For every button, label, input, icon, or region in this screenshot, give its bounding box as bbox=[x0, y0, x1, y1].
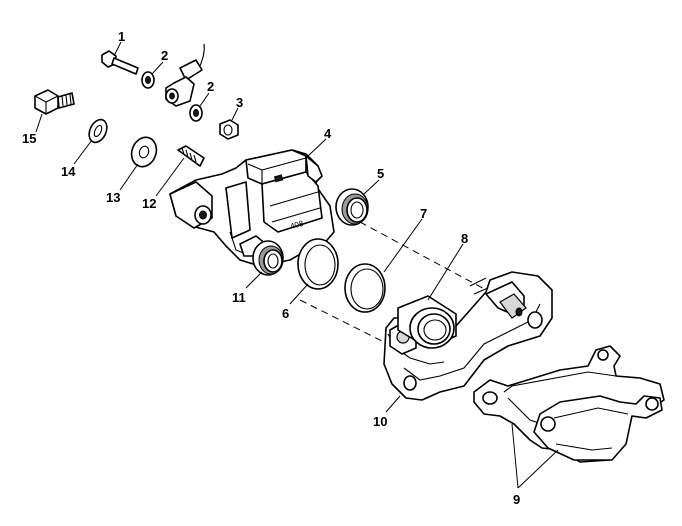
leader-lines bbox=[35, 41, 559, 489]
callout-6: 6 bbox=[282, 306, 289, 321]
leader-3 bbox=[231, 107, 239, 121]
part-8-sleeve bbox=[397, 295, 457, 349]
caliper-stamp: 408 bbox=[289, 219, 305, 231]
callout-11: 11 bbox=[232, 290, 246, 305]
callout-15: 15 bbox=[22, 131, 36, 146]
leader-9a bbox=[511, 423, 519, 489]
part-15-bolt bbox=[34, 89, 75, 115]
piston-axis-line bbox=[359, 221, 491, 293]
callout-13: 13 bbox=[106, 190, 120, 205]
part-11-piston-seal-lower bbox=[252, 240, 284, 276]
leader-5 bbox=[363, 179, 380, 195]
part-2-sealing-washer-upper bbox=[141, 71, 155, 89]
part-6-o-ring bbox=[297, 238, 339, 290]
callout-1: 1 bbox=[118, 29, 125, 44]
leader-4 bbox=[307, 138, 327, 157]
callout-2-lower: 2 bbox=[207, 79, 214, 94]
part-13-washer bbox=[130, 136, 158, 168]
callout-5: 5 bbox=[377, 166, 384, 181]
part-14-lock-washer bbox=[88, 118, 108, 144]
leader-8 bbox=[427, 243, 464, 301]
leader-15 bbox=[35, 113, 43, 133]
part-5-piston-seal-upper bbox=[335, 188, 369, 226]
callout-12: 12 bbox=[142, 196, 156, 211]
leader-12 bbox=[155, 157, 185, 197]
part-2-sealing-washer-lower bbox=[189, 104, 203, 122]
callout-10: 10 bbox=[373, 414, 387, 429]
part-4-caliper-body: 408 bbox=[169, 149, 335, 267]
leader-7 bbox=[383, 218, 423, 273]
callout-4: 4 bbox=[324, 126, 332, 141]
leader-9b bbox=[517, 449, 559, 489]
brake-line-fitting bbox=[165, 43, 205, 107]
part-3-bleeder-cap bbox=[219, 119, 239, 140]
part-12-bleeder-screw bbox=[177, 145, 205, 167]
part-1-banjo-bolt bbox=[101, 50, 139, 75]
callout-9: 9 bbox=[513, 492, 520, 507]
leader-2a bbox=[151, 61, 164, 75]
callout-8: 8 bbox=[461, 231, 468, 246]
callout-labels: 1 2 2 3 4 5 6 7 8 9 10 11 12 13 14 15 bbox=[22, 29, 520, 507]
part-7-seal-ring bbox=[344, 263, 386, 313]
part-9-brake-pads bbox=[473, 345, 665, 463]
leader-11 bbox=[245, 271, 263, 289]
leader-6 bbox=[289, 283, 309, 305]
callout-7: 7 bbox=[420, 206, 427, 221]
leader-1 bbox=[113, 41, 122, 57]
callout-2-upper: 2 bbox=[161, 48, 168, 63]
callout-3: 3 bbox=[236, 95, 243, 110]
leader-10 bbox=[385, 395, 401, 413]
callout-14: 14 bbox=[61, 164, 76, 179]
leader-13 bbox=[119, 163, 139, 191]
leader-14 bbox=[73, 139, 93, 165]
leader-2b bbox=[199, 92, 210, 107]
